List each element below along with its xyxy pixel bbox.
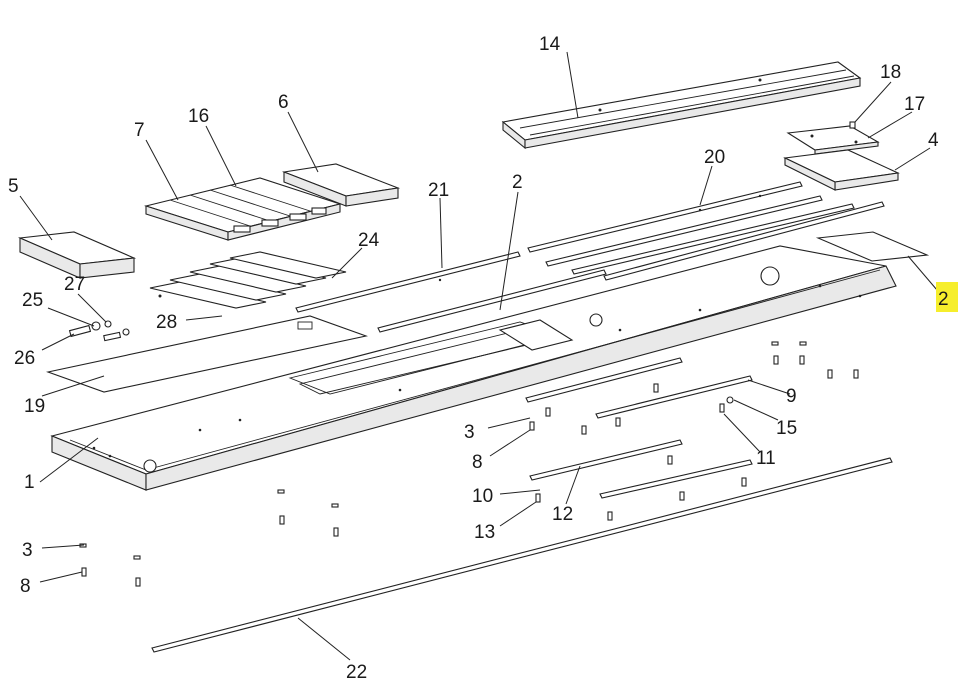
label-5: 5	[8, 176, 19, 197]
part-20-rails	[527, 181, 885, 281]
label-13: 13	[474, 522, 495, 543]
label-16: 16	[188, 106, 209, 127]
part-6-block	[281, 163, 401, 207]
label-21: 21	[428, 180, 449, 201]
part-14-top-cover	[501, 61, 862, 150]
label-2-center: 2	[512, 172, 523, 193]
label-9: 9	[786, 386, 797, 407]
label-26: 26	[14, 348, 35, 369]
label-15: 15	[776, 418, 797, 439]
highlight-box	[936, 282, 958, 312]
fasteners	[79, 341, 859, 587]
label-17: 17	[904, 94, 925, 115]
part-27-nut	[103, 320, 130, 342]
label-25: 25	[22, 290, 43, 311]
label-19: 19	[24, 396, 45, 417]
part-4-block	[783, 149, 900, 191]
part-7-slotted-block	[143, 177, 342, 241]
part-1-main-frame	[50, 245, 897, 491]
part-24-strips	[149, 251, 347, 309]
label-10: 10	[472, 486, 493, 507]
leader-lines	[19, 51, 938, 661]
part-22-long-bar	[151, 457, 893, 653]
part-5-block	[17, 231, 137, 279]
label-6: 6	[278, 92, 289, 113]
part-21-rails	[295, 251, 607, 333]
label-20: 20	[704, 147, 725, 168]
label-27: 27	[64, 274, 85, 295]
part-17-plate	[786, 125, 880, 155]
part-9-bars	[525, 357, 753, 419]
part-26-bolt	[68, 324, 92, 338]
part-19-sheet	[45, 315, 369, 393]
label-2-right-highlighted: 2	[938, 289, 949, 310]
part-25-washer	[91, 321, 101, 331]
part-12-bars	[529, 439, 753, 499]
label-7: 7	[134, 120, 145, 141]
label-22: 22	[346, 662, 367, 683]
label-3-left: 3	[22, 540, 33, 561]
label-4: 4	[928, 130, 939, 151]
label-18: 18	[880, 62, 901, 83]
label-12: 12	[552, 504, 573, 525]
label-3-center: 3	[464, 422, 475, 443]
label-8-left: 8	[20, 576, 31, 597]
label-1: 1	[24, 472, 35, 493]
callout-labels: 14 18 17 4 20 2 21 24 6 16 7 5 27 25 28 …	[8, 34, 958, 683]
label-24: 24	[358, 230, 380, 251]
part-18-screw	[849, 121, 856, 129]
label-28: 28	[156, 312, 177, 333]
label-11: 11	[756, 448, 776, 469]
label-14: 14	[539, 34, 561, 55]
label-8-center: 8	[472, 452, 483, 473]
part-2-plate-right	[815, 231, 930, 262]
